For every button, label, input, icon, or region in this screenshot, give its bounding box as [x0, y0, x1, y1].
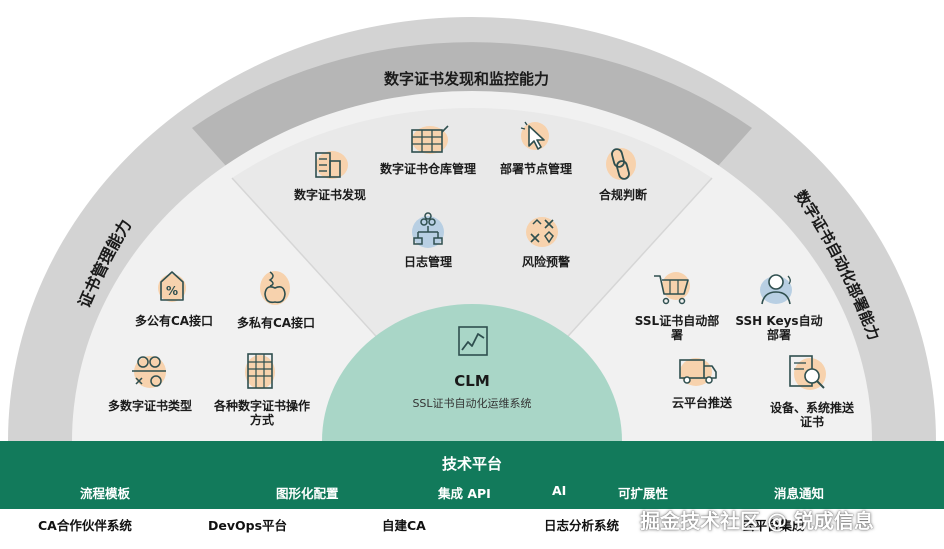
fruit-scale-icon: [132, 356, 166, 388]
discovery-item-label: 日志管理: [403, 255, 452, 269]
platform-item: 流程模板: [80, 486, 131, 501]
discovery-item-label: 数字证书仓库管理: [379, 162, 476, 176]
integration-item: 日志分析系统: [544, 518, 620, 533]
discovery-wedge: [232, 108, 712, 442]
cart-icon: [654, 272, 690, 305]
building-icon: [315, 151, 348, 179]
deployment-item-label: SSH Keys自动部署: [735, 314, 823, 342]
platform-title: 技术平台: [441, 455, 502, 473]
top-band-title: 数字证书发现和监控能力: [384, 70, 550, 88]
deployment-item-label: 云平台推送: [671, 396, 732, 410]
svg-text:%: %: [166, 284, 178, 298]
clm-title: CLM: [454, 372, 490, 390]
integration-item: CA合作伙伴系统: [38, 518, 132, 533]
clm-subtitle: SSL证书自动化运维系统: [412, 397, 532, 410]
warehouse-icon: [411, 125, 449, 154]
hierarchy-icon: [412, 212, 444, 248]
platform-item: 集成 API: [438, 486, 491, 501]
integration-item: 自建CA: [382, 518, 426, 533]
management-item-label: 多公有CA接口: [134, 314, 214, 328]
watermark: 掘金技术社区 @ 锐成信息: [640, 509, 874, 533]
discovery-item-label: 部署节点管理: [499, 162, 572, 176]
discovery-item-label: 数字证书发现: [293, 188, 366, 202]
management-item-label: 多数字证书类型: [107, 399, 192, 413]
truck-icon: [679, 358, 717, 386]
platform-item: 可扩展性: [618, 486, 669, 501]
deployment-item-label: 设备、系统推送证书: [770, 401, 855, 429]
percent-tag-icon: %: [158, 271, 186, 302]
integration-item: 云平台集成: [742, 518, 805, 533]
discovery-item-label: 风险预警: [521, 255, 570, 269]
integration-item: DevOps平台: [208, 518, 288, 533]
chain-link-icon: [606, 148, 636, 180]
document-grid-icon: [245, 353, 275, 389]
clm-circle: [322, 304, 622, 441]
search-document-icon: [789, 355, 826, 390]
platform-item: 消息通知: [774, 486, 825, 501]
deployment-item-label: SSL证书自动部署: [634, 314, 720, 342]
risk-icon: [526, 217, 558, 247]
management-item-label: 各种数字证书操作方式: [213, 399, 310, 427]
person-icon: [760, 274, 792, 305]
cursor-icon: [520, 121, 549, 150]
apple-icon: [260, 271, 290, 305]
platform-band: [0, 441, 944, 509]
management-item-label: 多私有CA接口: [236, 316, 316, 330]
discovery-item-label: 合规判断: [598, 188, 647, 202]
platform-item: AI: [552, 483, 567, 498]
line-chart-icon: [458, 326, 488, 356]
platform-item: 图形化配置: [276, 486, 339, 501]
